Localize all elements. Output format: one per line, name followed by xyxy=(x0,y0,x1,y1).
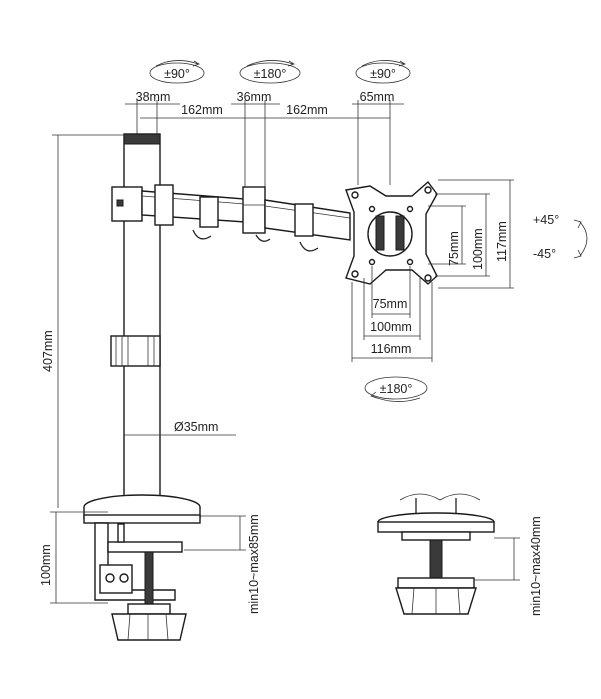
dim-vesa-75-w: 75mm xyxy=(373,297,408,311)
dim-plate-h: 117mm xyxy=(495,221,509,262)
vesa-vertical-dimensions: 75mm 100mm 117mm xyxy=(428,179,514,289)
dim-vesa-100-h: 100mm xyxy=(471,228,485,270)
dim-clamp-height: 100mm xyxy=(39,544,53,586)
rotation-screen-label: ±180° xyxy=(380,382,413,396)
tilt-down-label: -45° xyxy=(533,247,556,261)
vesa-horizontal-dimensions: 75mm 100mm 116mm xyxy=(351,266,433,362)
dim-pole-height: 407mm xyxy=(41,330,55,372)
dim-vesa-75-h: 75mm xyxy=(447,231,461,266)
grommet-mount xyxy=(377,493,495,615)
rotation-mid-label: ±180° xyxy=(254,67,287,81)
desk-clamp xyxy=(83,494,201,641)
tilt-up-label: +45° xyxy=(533,213,559,227)
dim-arm1: 162mm xyxy=(181,103,223,117)
rotation-badge-head: ±90° xyxy=(355,60,411,84)
rotation-head-label: ±90° xyxy=(370,67,396,81)
grommet-dimensions: min10~max40mm xyxy=(474,516,543,616)
vesa-plate xyxy=(345,180,438,285)
dim-joint: 36mm xyxy=(237,90,272,104)
dim-head: 65mm xyxy=(360,90,395,104)
clamp-dimensions: 100mm min10~max85mm xyxy=(39,511,261,614)
dim-plate-w: 116mm xyxy=(371,342,412,356)
top-dimension-lines xyxy=(125,100,404,195)
rotation-left-label: ±90° xyxy=(164,67,190,81)
dim-pole-diameter: Ø35mm xyxy=(174,420,218,434)
pole-height-dimension: 407mm xyxy=(41,134,124,508)
tilt-indicator: +45° -45° xyxy=(533,213,588,261)
rotation-badge-screen: ±180° xyxy=(364,376,428,402)
rotation-badge-left: ±90° xyxy=(149,60,205,84)
pole-diameter-dimension: Ø35mm xyxy=(124,420,236,436)
arm-assembly xyxy=(111,184,351,252)
dim-arm2: 162mm xyxy=(286,103,328,117)
dim-grommet-range: min10~max40mm xyxy=(529,516,543,616)
rotation-badge-mid: ±180° xyxy=(239,60,301,84)
dim-vesa-100-w: 100mm xyxy=(370,320,412,334)
dim-clamp-range: min10~max85mm xyxy=(247,514,261,614)
dim-pole-offset: 38mm xyxy=(136,90,171,104)
